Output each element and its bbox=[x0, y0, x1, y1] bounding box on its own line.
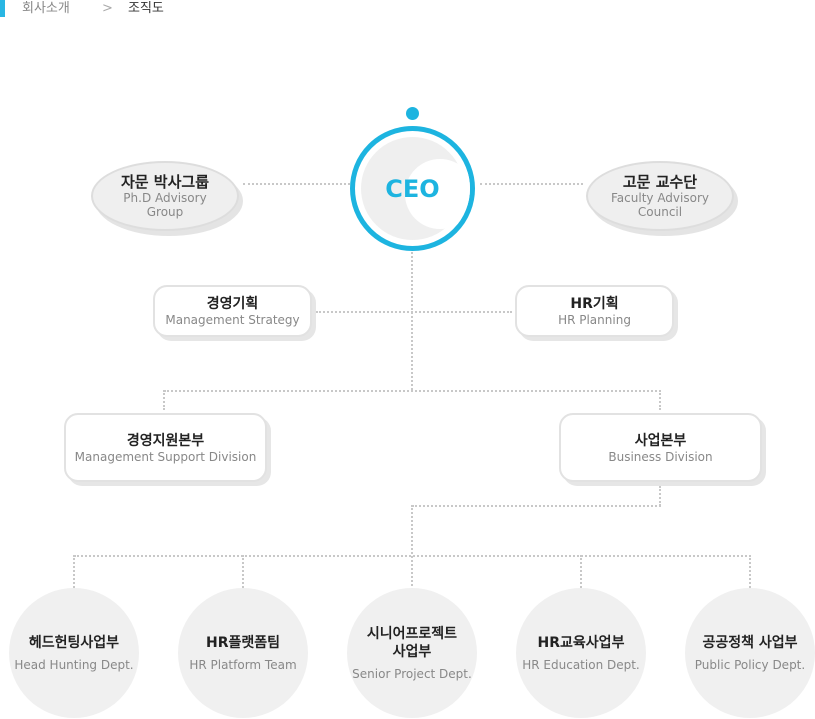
breadcrumb-current: 조직도 bbox=[128, 1, 164, 16]
management-support-division-node[interactable]: 경영지원본부 Management Support Division bbox=[64, 413, 267, 482]
node-subtitle: Faculty Advisory bbox=[611, 191, 709, 205]
node-subtitle: Management Support Division bbox=[74, 449, 257, 464]
node-subtitle: Council bbox=[637, 205, 683, 219]
dept-public-policy[interactable]: 공공정책 사업부 Public Policy Dept. bbox=[685, 588, 815, 718]
node-title: 경영지원본부 bbox=[126, 432, 205, 449]
node-title: HR기획 bbox=[570, 296, 619, 312]
node-subtitle: Head Hunting Dept. bbox=[14, 658, 134, 672]
connector bbox=[411, 505, 413, 590]
node-title: 경영기획 bbox=[206, 296, 259, 312]
connector bbox=[480, 183, 583, 185]
dept-senior-project[interactable]: 시니어프로젝트 사업부 Senior Project Dept. bbox=[347, 588, 477, 718]
breadcrumb-chevron-icon: > bbox=[102, 1, 113, 16]
connector bbox=[749, 555, 751, 588]
dept-hr-education[interactable]: HR교육사업부 HR Education Dept. bbox=[516, 588, 646, 718]
node-subtitle: HR Education Dept. bbox=[522, 658, 640, 672]
node-title: 시니어프로젝트 bbox=[366, 626, 458, 642]
connector bbox=[163, 390, 165, 410]
management-strategy-node[interactable]: 경영기획 Management Strategy bbox=[153, 285, 312, 337]
node-subtitle: HR Planning bbox=[558, 313, 631, 327]
advisory-faculty-council[interactable]: 고문 교수단 Faculty Advisory Council bbox=[586, 161, 734, 231]
connector bbox=[412, 505, 661, 507]
breadcrumb-accent-bar bbox=[0, 0, 5, 17]
ceo-node[interactable]: CEO bbox=[350, 126, 475, 251]
ceo-label: CEO bbox=[385, 174, 440, 203]
node-title: 고문 교수단 bbox=[622, 173, 698, 191]
connector bbox=[242, 555, 244, 588]
node-subtitle: Public Policy Dept. bbox=[694, 658, 806, 672]
connector bbox=[73, 555, 75, 588]
node-subtitle: Group bbox=[146, 205, 184, 219]
node-title: HR교육사업부 bbox=[537, 635, 625, 651]
connector bbox=[164, 390, 661, 392]
connector bbox=[316, 311, 512, 313]
advisory-phd-group[interactable]: 자문 박사그룹 Ph.D Advisory Group bbox=[91, 161, 239, 231]
node-title: 자문 박사그룹 bbox=[120, 173, 210, 191]
connector bbox=[243, 183, 350, 185]
node-title: HR플랫폼팀 bbox=[205, 635, 281, 651]
connector bbox=[411, 252, 413, 390]
dept-head-hunting[interactable]: 헤드헌팅사업부 Head Hunting Dept. bbox=[9, 588, 139, 718]
node-title: 헤드헌팅사업부 bbox=[28, 635, 120, 651]
connector bbox=[659, 390, 661, 410]
business-division-node[interactable]: 사업본부 Business Division bbox=[559, 413, 762, 482]
node-subtitle: Business Division bbox=[608, 449, 713, 464]
connector bbox=[74, 555, 751, 557]
node-subtitle: Ph.D Advisory bbox=[123, 191, 207, 205]
dept-hr-platform[interactable]: HR플랫폼팀 HR Platform Team bbox=[178, 588, 308, 718]
node-subtitle: Senior Project Dept. bbox=[352, 667, 472, 681]
ceo-dot bbox=[406, 107, 419, 120]
node-title: 사업부 bbox=[392, 644, 432, 660]
breadcrumb-parent[interactable]: 회사소개 bbox=[22, 1, 70, 16]
connector bbox=[580, 555, 582, 588]
node-subtitle: Management Strategy bbox=[165, 313, 300, 327]
node-title: 공공정책 사업부 bbox=[702, 635, 798, 651]
node-subtitle: HR Platform Team bbox=[189, 658, 297, 672]
node-title: 사업본부 bbox=[634, 432, 687, 449]
hr-planning-node[interactable]: HR기획 HR Planning bbox=[515, 285, 674, 337]
connector bbox=[659, 486, 661, 506]
